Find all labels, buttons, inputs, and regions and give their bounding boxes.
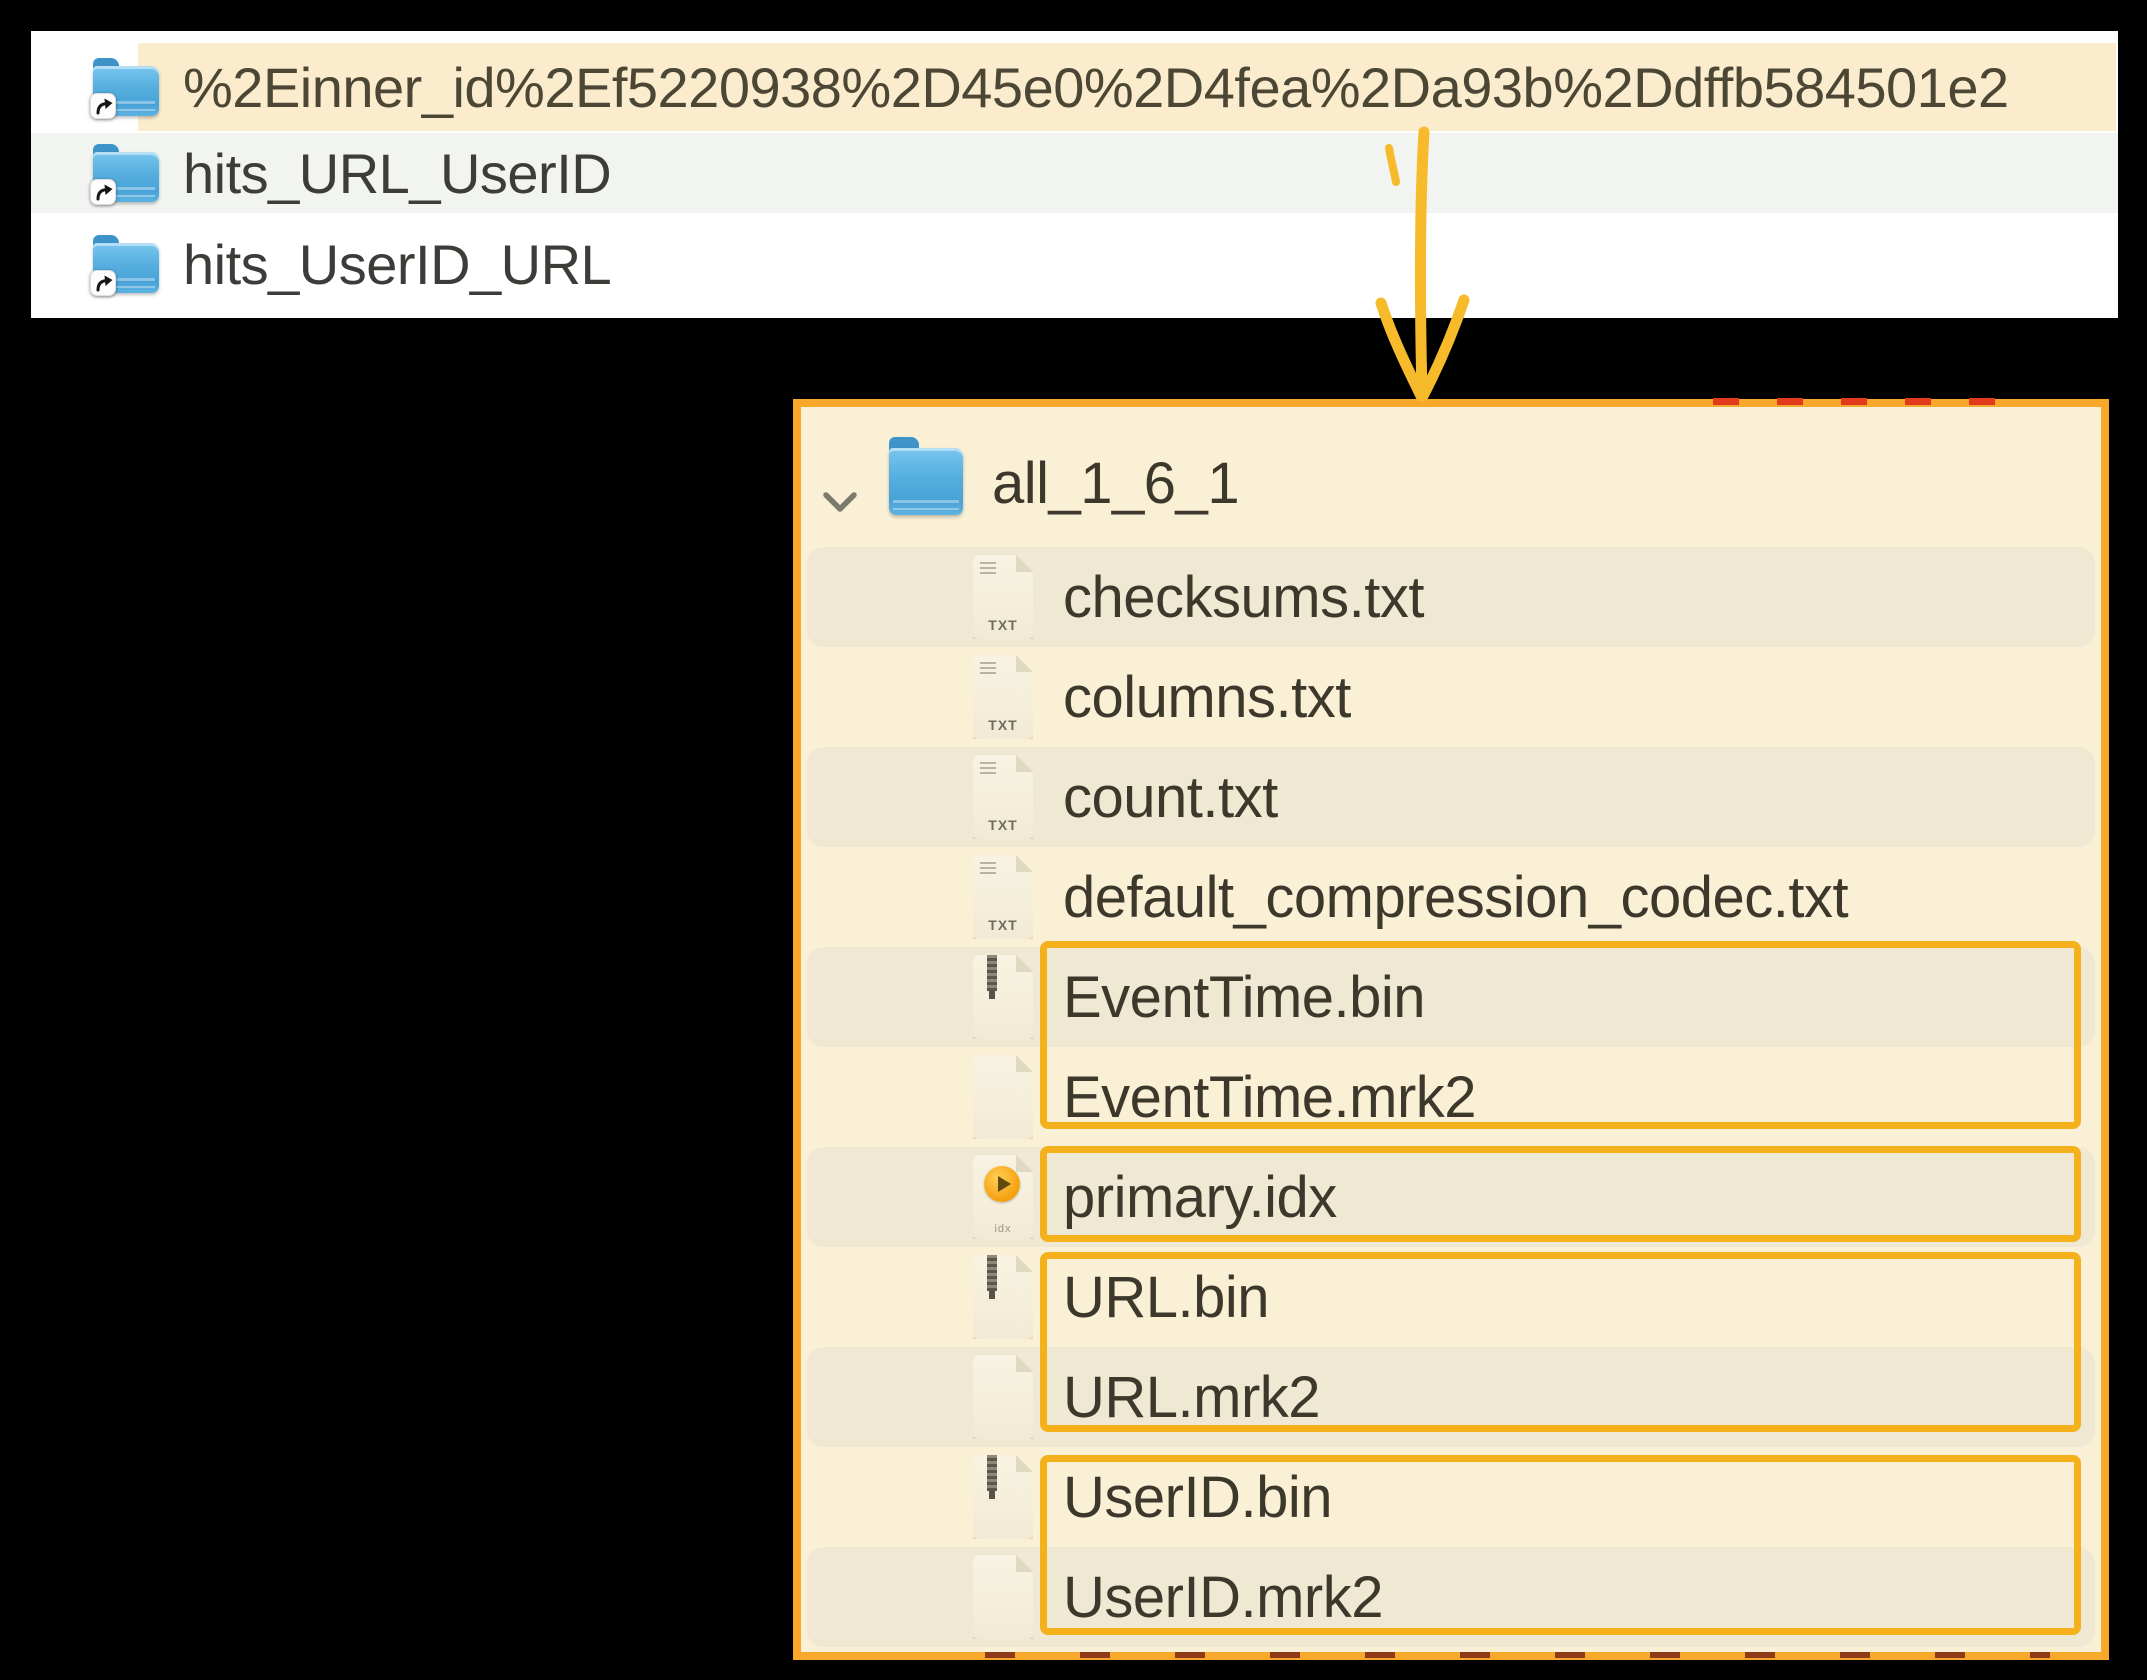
file-name: primary.idx	[1063, 1164, 1337, 1230]
file-name: count.txt	[1063, 764, 1278, 830]
file-name: URL.bin	[1063, 1264, 1270, 1330]
file-name: columns.txt	[1063, 664, 1351, 730]
alias-arrow-badge	[90, 93, 116, 119]
root-folder-name: all_1_6_1	[992, 450, 1240, 516]
txt-file-icon: TXT	[973, 555, 1033, 639]
plain-file-icon	[973, 1555, 1033, 1639]
folder-alias-icon	[90, 144, 159, 205]
file-name: checksums.txt	[1063, 564, 1424, 630]
tree-row[interactable]: TXT count.txt	[807, 747, 2095, 847]
tree-row[interactable]: UserID.bin	[807, 1447, 2095, 1547]
bin-file-icon	[973, 1255, 1033, 1339]
red-dash-marks-top	[1713, 398, 1998, 405]
file-name: URL.mrk2	[1063, 1364, 1321, 1430]
tree-row[interactable]: EventTime.bin	[807, 947, 2095, 1047]
txt-file-icon: TXT	[973, 855, 1033, 939]
bin-file-icon	[973, 955, 1033, 1039]
file-name: EventTime.bin	[1063, 964, 1426, 1030]
list-row-hits-url-userid[interactable]: hits_URL_UserID	[31, 133, 2118, 213]
file-label: hits_UserID_URL	[183, 232, 612, 296]
finder-list-panel: %2Einner_id%2Ef5220938%2D45e0%2D4fea%2Da…	[31, 31, 2118, 318]
alias-arrow-badge	[90, 270, 116, 296]
file-name: default_compression_codec.txt	[1063, 864, 1849, 930]
file-name: EventTime.mrk2	[1063, 1064, 1477, 1130]
disclosure-chevron-icon[interactable]	[821, 491, 859, 520]
idx-file-icon: idx	[973, 1155, 1033, 1239]
highlight-box-eventtime	[1040, 941, 2081, 1129]
tree-row[interactable]: TXT default_compression_codec.txt	[807, 847, 2095, 947]
tree-row[interactable]: TXT columns.txt	[807, 647, 2095, 747]
folder-icon	[889, 437, 963, 515]
highlight-box-userid	[1040, 1455, 2081, 1635]
file-name: UserID.mrk2	[1063, 1564, 1383, 1630]
bin-file-icon	[973, 1455, 1033, 1539]
selection-highlight	[138, 43, 2116, 131]
root-folder-row[interactable]: all_1_6_1	[801, 431, 2101, 535]
plain-file-icon	[973, 1355, 1033, 1439]
alias-arrow-badge	[90, 179, 116, 205]
highlight-box-url	[1040, 1252, 2081, 1432]
folder-alias-icon	[90, 58, 159, 119]
list-row-inner-id[interactable]: %2Einner_id%2Ef5220938%2D45e0%2D4fea%2Da…	[31, 43, 2118, 131]
txt-file-icon: TXT	[973, 755, 1033, 839]
plain-file-icon	[973, 1055, 1033, 1139]
highlight-box-primary-idx	[1040, 1146, 2081, 1242]
list-row-hits-userid-url[interactable]: hits_UserID_URL	[31, 221, 2118, 307]
file-label: %2Einner_id%2Ef5220938%2D45e0%2D4fea%2Da…	[183, 55, 2009, 119]
tree-row[interactable]: EventTime.mrk2	[807, 1047, 2095, 1147]
file-label: hits_URL_UserID	[183, 141, 612, 205]
tree-panel: all_1_6_1 TXT checksums.txt TXT columns.…	[793, 399, 2109, 1660]
file-name: UserID.bin	[1063, 1464, 1332, 1530]
red-dash-marks-bottom	[985, 1652, 2050, 1658]
tree-row[interactable]: idx primary.idx	[807, 1147, 2095, 1247]
tree-row[interactable]: URL.bin	[807, 1247, 2095, 1347]
tree-row[interactable]: TXT checksums.txt	[807, 547, 2095, 647]
txt-file-icon: TXT	[973, 655, 1033, 739]
folder-alias-icon	[90, 235, 159, 296]
